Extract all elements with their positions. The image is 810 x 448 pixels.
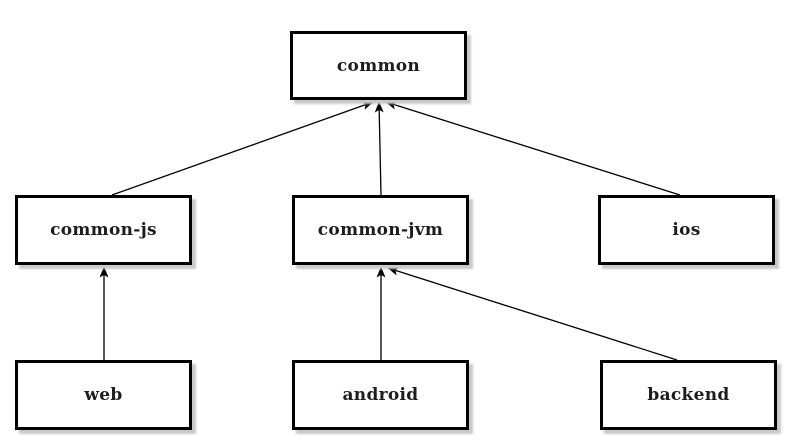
- edge-common-jvm-to-common: [374, 101, 384, 196]
- node-common-js: common-js: [15, 195, 192, 265]
- node-ios: ios: [598, 195, 775, 265]
- edge-ios-to-common: [385, 100, 681, 196]
- node-common: common: [290, 31, 467, 100]
- edge-group: [99, 100, 681, 361]
- node-web: web: [15, 360, 192, 430]
- node-android: android: [292, 360, 469, 430]
- node-common-jvm: common-jvm: [292, 195, 469, 265]
- node-label-common-js: common-js: [50, 220, 157, 240]
- node-label-backend: backend: [647, 385, 730, 405]
- node-label-common: common: [336, 55, 421, 76]
- edge-common-js-to-common: [111, 101, 374, 196]
- node-label-android: android: [342, 385, 419, 405]
- edge-backend-to-common-jvm: [387, 266, 678, 361]
- node-backend: backend: [600, 360, 777, 430]
- node-label-web: web: [84, 385, 123, 405]
- node-label-ios: ios: [672, 220, 701, 240]
- node-label-common-jvm: common-jvm: [317, 220, 444, 240]
